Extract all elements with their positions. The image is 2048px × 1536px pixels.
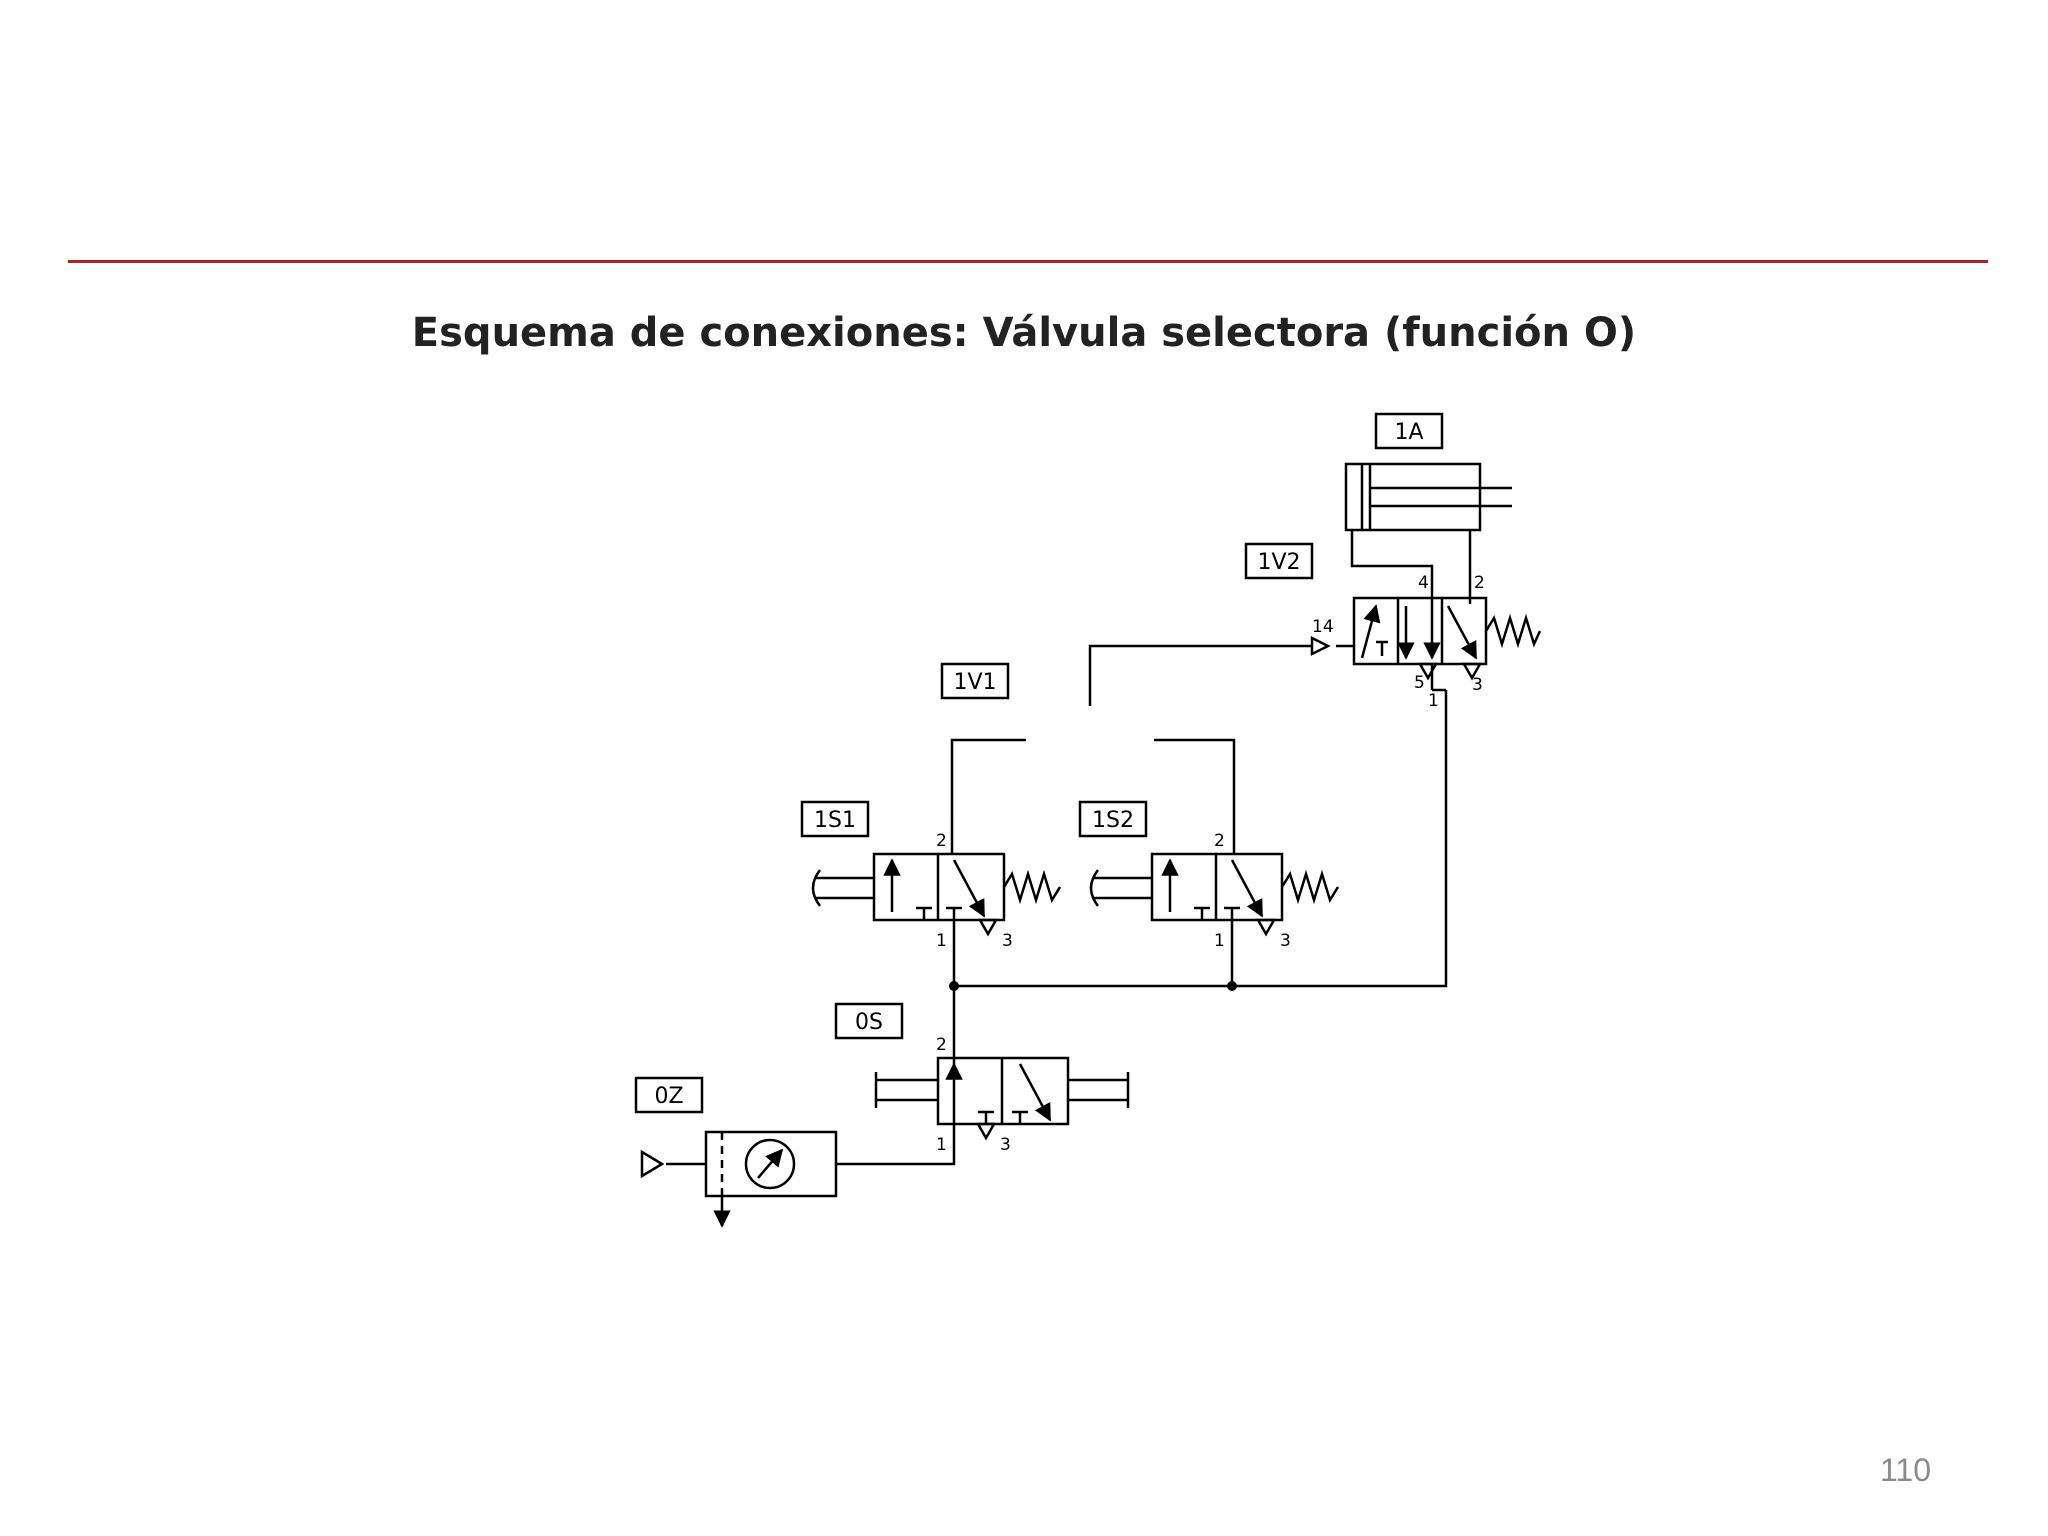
port-1s1-1: 1 — [936, 931, 947, 951]
port-1v2-5: 5 — [1414, 673, 1425, 693]
port-1s1-3: 3 — [1002, 931, 1013, 951]
port-1v2-4: 4 — [1418, 573, 1429, 593]
valve-1s2 — [1089, 852, 1340, 937]
port-1s2-2: 2 — [1214, 831, 1225, 851]
line-1v1-to-pilot-14 — [1088, 644, 1312, 706]
port-1s2-3: 3 — [1280, 931, 1291, 951]
port-0s-3: 3 — [1000, 1135, 1011, 1155]
service-unit-0z — [640, 1130, 838, 1228]
port-1s2-1: 1 — [1214, 931, 1225, 951]
port-1v2-1: 1 — [1428, 691, 1439, 711]
label-1a: 1A — [1394, 420, 1423, 445]
port-1v2-3: 3 — [1472, 675, 1483, 695]
page-number: 110 — [1880, 1452, 1932, 1488]
label-box-0z — [634, 1076, 704, 1114]
line-0z-to-0s — [836, 1124, 956, 1166]
label-1s2: 1S2 — [1092, 808, 1134, 833]
port-1v2-2: 2 — [1474, 573, 1485, 593]
cylinder-1a — [1344, 462, 1512, 532]
top-rule — [68, 260, 1988, 263]
port-1s1-2: 2 — [936, 831, 947, 851]
page-title: Esquema de conexiones: Válvula selectora… — [411, 310, 1637, 356]
label-box-1s2 — [1078, 800, 1148, 838]
label-0z: 0Z — [654, 1084, 683, 1109]
valve-1v2 — [1310, 596, 1542, 681]
label-box-1a — [1374, 412, 1444, 450]
valve-1s1 — [811, 852, 1062, 937]
port-0s-2: 2 — [936, 1035, 947, 1055]
label-1v2: 1V2 — [1257, 550, 1300, 575]
label-0s: 0S — [855, 1010, 883, 1035]
label-1v1: 1V1 — [953, 670, 996, 695]
port-0s-1: 1 — [936, 1135, 947, 1155]
line-supply-manifold — [954, 690, 1448, 988]
label-box-1v1 — [940, 662, 1010, 700]
label-1s1: 1S1 — [814, 808, 856, 833]
label-box-0s — [834, 1002, 904, 1040]
port-1v2-14: 14 — [1312, 617, 1334, 637]
junction-dot — [949, 981, 959, 991]
shuttle-valve-1v1 — [950, 738, 1236, 820]
label-box-1v2 — [1244, 542, 1314, 580]
label-box-1s1 — [800, 800, 870, 838]
valve-0s — [874, 1056, 1130, 1141]
junction-dot — [1227, 981, 1237, 991]
line-cylinder-to-port-4 — [1350, 530, 1434, 604]
